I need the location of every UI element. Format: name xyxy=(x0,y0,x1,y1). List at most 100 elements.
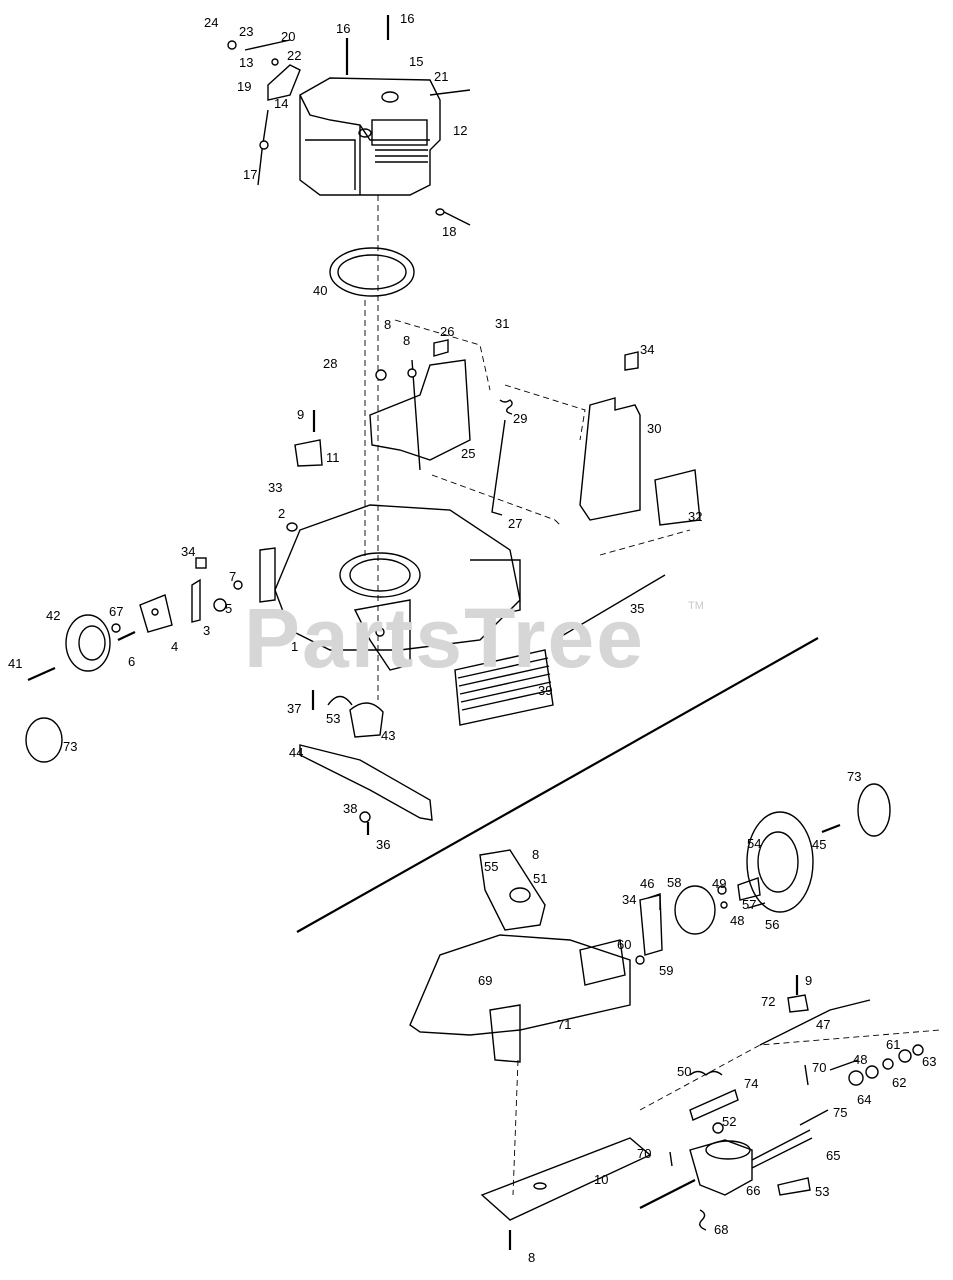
part-callout-15: 15 xyxy=(409,54,424,69)
part-callout-58: 58 xyxy=(667,875,682,890)
part-callout-2: 2 xyxy=(278,506,286,521)
part-callout-74: 74 xyxy=(744,1076,759,1091)
part-callout-54: 54 xyxy=(747,836,762,851)
part-callout-10: 10 xyxy=(594,1172,609,1187)
part-callout-12: 12 xyxy=(453,123,468,138)
part-callout-25: 25 xyxy=(461,446,476,461)
part-callout-69: 69 xyxy=(478,973,493,988)
part-callout-48: 48 xyxy=(730,913,745,928)
part-callout-36: 36 xyxy=(376,837,391,852)
part-callout-50: 50 xyxy=(677,1064,692,1079)
rod-and-spring xyxy=(491,399,513,516)
part-callout-57: 57 xyxy=(742,897,757,912)
part-callout-31: 31 xyxy=(495,316,510,331)
throttle-linkage xyxy=(227,39,301,186)
part-callout-65: 65 xyxy=(826,1148,841,1163)
part-callout-43: 43 xyxy=(381,728,396,743)
part-callout-7: 7 xyxy=(229,569,237,584)
partstree-watermark: PartsTree xyxy=(244,591,645,685)
part-callout-3: 3 xyxy=(203,623,211,638)
part-callout-34c: 34 xyxy=(622,892,637,907)
part-callout-41: 41 xyxy=(8,656,23,671)
part-callout-38: 38 xyxy=(343,801,358,816)
part-callout-18: 18 xyxy=(442,224,457,239)
part-callout-27: 27 xyxy=(508,516,523,531)
part-callout-64: 64 xyxy=(857,1092,872,1107)
mower-deck xyxy=(259,504,521,671)
gasket-illustration xyxy=(329,247,415,297)
baffle-plate xyxy=(480,1059,707,1250)
part-callout-48b: 48 xyxy=(853,1052,868,1067)
part-callout-19: 19 xyxy=(237,79,252,94)
part-callout-63: 63 xyxy=(922,1054,937,1069)
part-callout-24: 24 xyxy=(204,15,219,30)
trademark-symbol: TM xyxy=(688,600,704,612)
part-callout-5: 5 xyxy=(225,601,233,616)
rear-deck-assembly xyxy=(409,849,631,1063)
part-callout-73b: 73 xyxy=(847,769,862,784)
part-callout-45: 45 xyxy=(812,837,827,852)
part-callout-44: 44 xyxy=(289,745,304,760)
part-callout-68: 68 xyxy=(714,1222,729,1237)
part-callout-14: 14 xyxy=(274,96,289,111)
part-callout-75: 75 xyxy=(833,1105,848,1120)
discharge-deflector xyxy=(369,339,471,471)
part-callout-26: 26 xyxy=(440,324,455,339)
part-callout-37: 37 xyxy=(287,701,302,716)
part-callout-1: 1 xyxy=(291,639,299,654)
part-callout-16: 16 xyxy=(336,21,351,36)
part-callout-8: 8 xyxy=(384,317,392,332)
part-callout-4: 4 xyxy=(171,639,179,654)
part-callout-42: 42 xyxy=(46,608,61,623)
part-callout-34b: 34 xyxy=(181,544,196,559)
part-callout-73: 73 xyxy=(63,739,78,754)
part-callout-52: 52 xyxy=(722,1114,737,1129)
part-callout-51: 51 xyxy=(533,871,548,886)
part-callout-6: 6 xyxy=(128,654,136,669)
engine-illustration xyxy=(299,77,471,226)
part-callout-9: 9 xyxy=(297,407,305,422)
part-callout-9b: 9 xyxy=(805,973,813,988)
part-callout-61: 61 xyxy=(886,1037,901,1052)
engine-bolts xyxy=(345,15,390,75)
part-callout-70: 70 xyxy=(812,1060,827,1075)
front-wheel-parts xyxy=(25,557,243,763)
part-callout-39: 39 xyxy=(538,683,553,698)
part-callout-72: 72 xyxy=(761,994,776,1009)
part-callout-17: 17 xyxy=(243,167,258,182)
part-callout-71: 71 xyxy=(557,1017,572,1032)
part-callout-33: 33 xyxy=(268,480,283,495)
part-callout-11: 11 xyxy=(326,450,340,465)
part-callout-20: 20 xyxy=(281,29,296,44)
part-callout-49: 49 xyxy=(712,876,727,891)
part-callout-62: 62 xyxy=(892,1075,907,1090)
part-callout-55: 55 xyxy=(484,859,499,874)
part-callout-16b: 16 xyxy=(400,11,415,26)
part-callout-47: 47 xyxy=(816,1017,831,1032)
part-callout-67: 67 xyxy=(109,604,124,619)
part-callout-46: 46 xyxy=(640,876,655,891)
part-callout-59: 59 xyxy=(659,963,674,978)
part-callout-32: 32 xyxy=(688,509,703,524)
rear-wheel-assembly xyxy=(635,783,891,965)
part-callout-53b: 53 xyxy=(815,1184,830,1199)
axle-rod-and-filter xyxy=(454,574,666,726)
part-callout-34: 34 xyxy=(640,342,655,357)
part-callout-53: 53 xyxy=(326,711,341,726)
part-callout-66: 66 xyxy=(746,1183,761,1198)
part-callout-8c: 8 xyxy=(532,847,540,862)
part-callout-22: 22 xyxy=(287,48,302,63)
bracket-illustration xyxy=(294,410,323,467)
part-callout-60: 60 xyxy=(617,937,632,952)
part-callout-35: 35 xyxy=(630,601,645,616)
blade-assembly xyxy=(299,690,433,835)
part-callout-28: 28 xyxy=(323,356,338,371)
part-callout-23: 23 xyxy=(239,24,254,39)
part-callout-56: 56 xyxy=(765,917,780,932)
part-callout-8b: 8 xyxy=(403,333,411,348)
part-callout-40: 40 xyxy=(313,283,328,298)
part-callout-13: 13 xyxy=(239,55,254,70)
bag-frame xyxy=(579,351,701,526)
part-callout-21: 21 xyxy=(434,69,449,84)
